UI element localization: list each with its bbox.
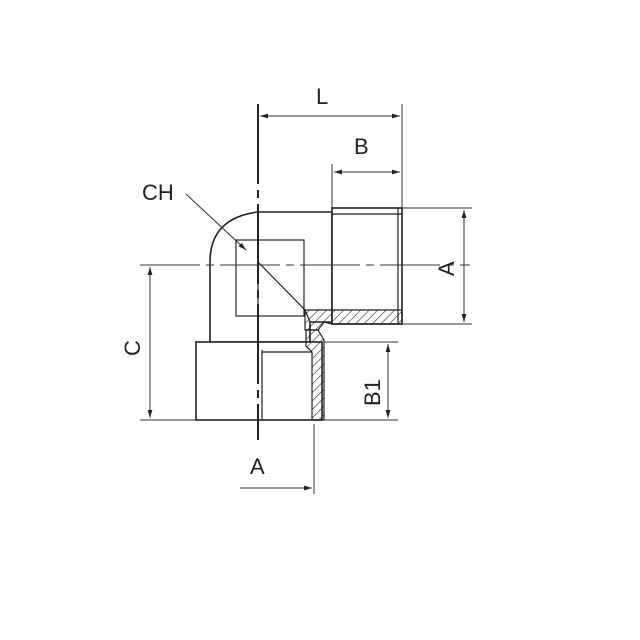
A-right-label: A — [434, 261, 459, 276]
right-port-section — [304, 309, 403, 331]
right-port — [304, 207, 403, 331]
right-thread-body — [331, 207, 403, 325]
B1-label: B1 — [360, 379, 385, 406]
CH-label: CH — [142, 180, 174, 205]
bottom-port — [195, 329, 325, 421]
CH-leader — [185, 193, 247, 251]
dimension-A-right: A — [402, 207, 472, 325]
dimension-B: B — [331, 134, 400, 208]
dimension-B1: B1 — [324, 341, 398, 421]
C-label: C — [120, 340, 145, 356]
hex-flat — [235, 239, 305, 317]
dimension-CH: CH — [142, 180, 247, 251]
A-bottom-label: A — [250, 454, 265, 479]
dimension-L: L — [260, 84, 403, 208]
dimension-C: C — [120, 267, 196, 421]
center-lines — [140, 104, 470, 440]
bottom-port-section — [305, 329, 325, 421]
B-label: B — [354, 134, 369, 159]
L-label: L — [316, 84, 328, 109]
dimension-A-bottom: A — [240, 424, 315, 494]
